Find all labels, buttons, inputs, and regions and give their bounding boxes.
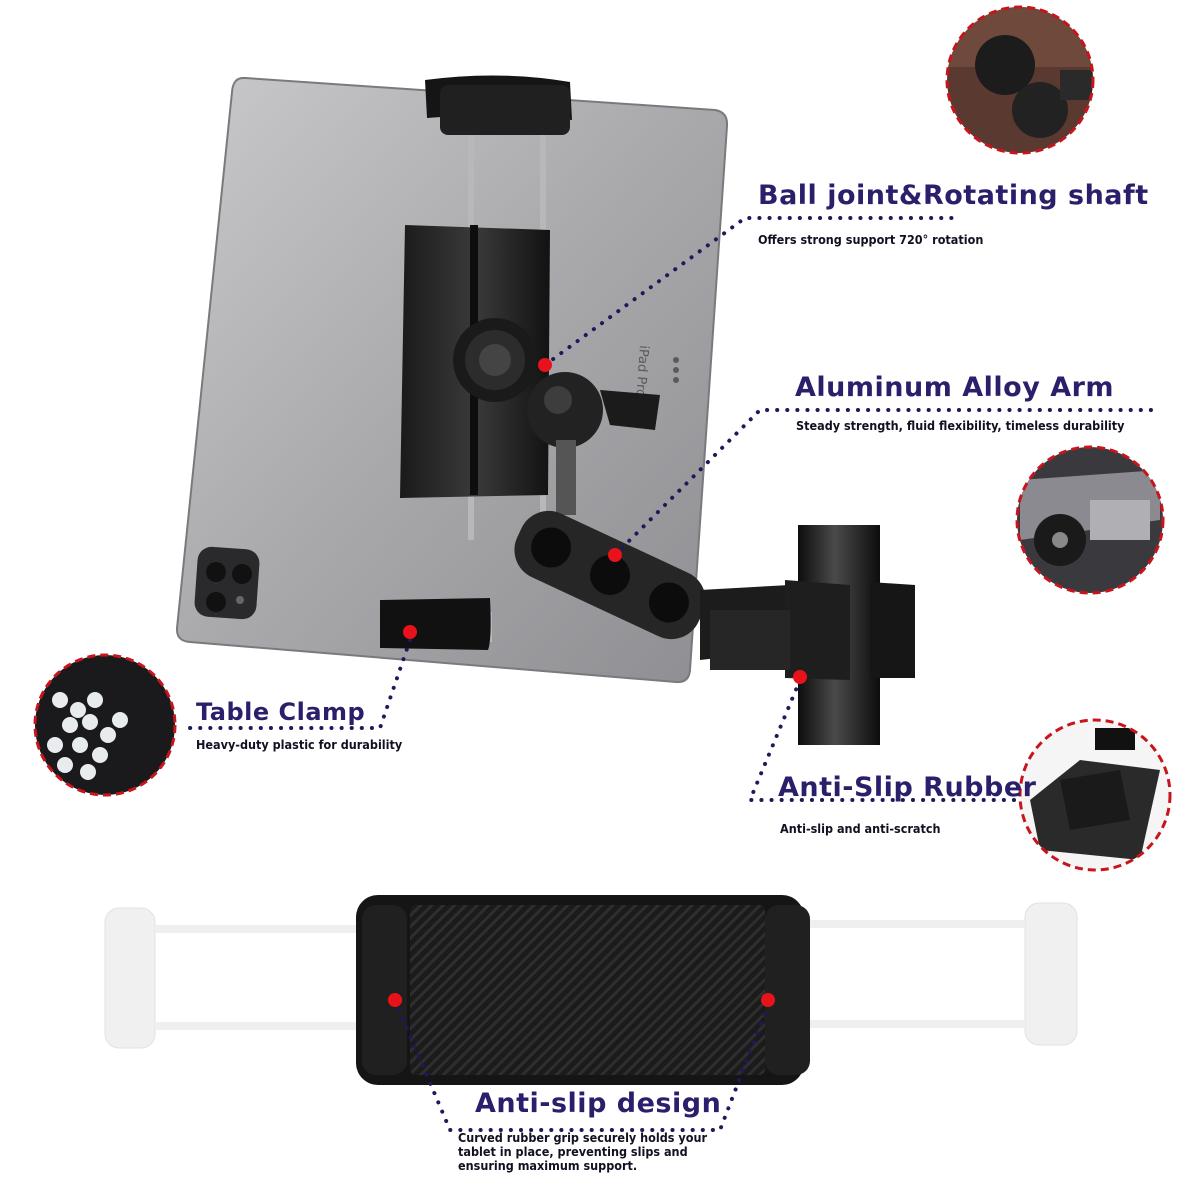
pole-clamp	[710, 525, 915, 745]
alloy-arm-desc: Steady strength, fluid flexibility, time…	[796, 418, 1125, 433]
indicator-dots	[388, 358, 807, 1007]
camera-module	[194, 546, 260, 620]
callout-table-clamp	[33, 653, 177, 797]
leader-lines	[188, 216, 1162, 1132]
callout-anti-slip-rubber	[1018, 718, 1172, 872]
alloy-arm-title: Aluminum Alloy Arm	[795, 372, 1115, 403]
table-clamp-desc: Heavy-duty plastic for durability	[196, 737, 403, 752]
callout-alloy-arm	[1015, 445, 1165, 595]
bottom-holder	[104, 895, 1078, 1085]
anti-slip-rubber-desc: Anti-slip and anti-scratch	[780, 821, 941, 836]
callout-ball-joint	[945, 5, 1095, 155]
tablet-holder	[380, 75, 572, 650]
anti-slip-rubber-title: Anti-Slip Rubber	[778, 772, 1037, 803]
ball-joint-title: Ball joint&Rotating shaft	[758, 180, 1149, 211]
anti-slip-design-title: Anti-slip design	[475, 1088, 722, 1119]
ipad-label: iPad Pro	[632, 345, 651, 398]
ball-joint-desc: Offers strong support 720° rotation	[758, 232, 984, 247]
table-clamp-title: Table Clamp	[196, 698, 366, 726]
anti-slip-design-desc: Curved rubber grip securely holds your t…	[458, 1130, 708, 1173]
